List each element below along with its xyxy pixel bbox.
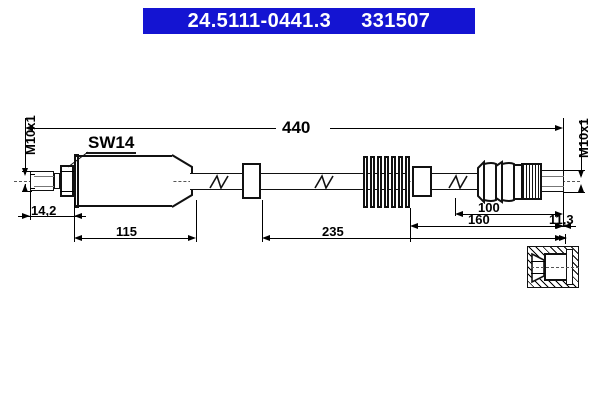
- spring-guard-fin-7: [405, 156, 410, 208]
- spring-guard-fin-6: [398, 156, 403, 208]
- break-symbol-3: [448, 174, 468, 190]
- dim115-arrow-right: [188, 234, 196, 241]
- dim100-arrow-left: [455, 210, 463, 217]
- left-body-left-chamfer: [74, 154, 79, 208]
- left-thread-root-top: [34, 176, 54, 177]
- left-thread-chamfer-top: [30, 174, 35, 175]
- dim100-ext-left: [455, 198, 456, 216]
- dim113-arrow-left: [556, 222, 564, 229]
- right-thread-root-top: [542, 176, 564, 177]
- break-symbol-2: [314, 174, 334, 190]
- left-thread-dim-line: [25, 118, 26, 174]
- dimension-mid-section: 235: [322, 224, 344, 239]
- right-thread-ext-top: [563, 170, 585, 171]
- dim115-arrow-left: [74, 234, 82, 241]
- dim142-line: [18, 216, 86, 217]
- detail-bore-line-top: [531, 261, 545, 262]
- dim440-line-right: [330, 128, 559, 129]
- left-thread-root-bottom: [34, 186, 54, 187]
- hex-nut-sw14: [60, 165, 74, 197]
- dim100-line: [459, 214, 559, 215]
- spring-guard-fin-3: [377, 156, 382, 208]
- dim115-ext-right: [196, 200, 197, 242]
- dim440-arrow-right: [555, 124, 563, 131]
- right-thread-dim-line: [581, 120, 582, 176]
- left-thread-chamfer-bottom: [30, 188, 35, 189]
- right-thread-dim-arrow-bottom: [577, 184, 584, 192]
- dim440-arrow-left: [25, 124, 33, 131]
- left-thread-dim-arrow-top: [21, 168, 28, 176]
- left-thread-dim-arrow-bottom: [21, 184, 28, 192]
- dim235-line: [266, 238, 562, 239]
- dimension-total-length: 440: [282, 118, 311, 137]
- left-thread-dim-line-lower: [25, 184, 26, 192]
- break-symbol-1: [209, 174, 229, 190]
- left-thread-ext-bottom: [22, 191, 32, 192]
- right-thread-dim-arrow-top: [577, 170, 584, 178]
- spring-guard-fin-4: [384, 156, 389, 208]
- detail-cone-seat: [531, 252, 545, 284]
- dim142-arrow-left: [22, 212, 30, 219]
- spring-guard-fin-1: [363, 156, 368, 208]
- sw14-underline: [86, 152, 136, 154]
- dim113-arrow-right: [563, 222, 571, 229]
- detail-leader-tick: [565, 234, 566, 244]
- detail-axis-line: [531, 267, 579, 268]
- header-bar: 24.5111-0441.3 331507: [143, 8, 475, 34]
- dimension-left-fitting: 14,2: [31, 203, 57, 218]
- left-hose-body: [74, 155, 172, 207]
- right-thread-body: [542, 170, 564, 192]
- dim115-line: [78, 238, 192, 239]
- dimension-left-section: 115: [116, 224, 137, 239]
- dim160-arrow-left: [410, 222, 418, 229]
- hex-nut-facet-top: [60, 171, 74, 172]
- dim142-ext-left: [30, 192, 31, 220]
- label-sw14: SW14: [88, 133, 135, 152]
- detail-bore-line-bottom: [531, 273, 545, 274]
- hex-nut-facet-bottom: [60, 191, 74, 192]
- dim440-ext-right: [563, 118, 564, 174]
- reference-number: 331507: [361, 10, 431, 32]
- knurled-nut-texture: [523, 165, 540, 198]
- right-thread-root-bottom: [542, 186, 564, 187]
- label-thread-right: M10x1: [576, 118, 591, 158]
- dim235-arrow-left: [262, 234, 270, 241]
- dim100-arrow-right: [555, 210, 563, 217]
- left-thread-shoulder: [54, 173, 60, 189]
- dim235-ext-left: [262, 200, 263, 242]
- spring-guard-fin-5: [391, 156, 396, 208]
- left-thread-ext-top: [22, 171, 32, 172]
- dim142-arrow-right: [74, 212, 82, 219]
- dim440-line-left: [29, 128, 276, 129]
- part-number: 24.5111-0441.3: [187, 10, 332, 32]
- hose-tube-segment-2: [261, 173, 361, 190]
- hose-tube-segment-1: [190, 173, 242, 190]
- dimension-right-160: 160: [468, 212, 490, 227]
- detail-leader-line: [525, 238, 565, 239]
- dim160-line: [414, 226, 559, 227]
- right-thread-ext-bottom: [563, 192, 585, 193]
- detail-leader-arrow: [559, 234, 567, 241]
- dimension-right-100: 100: [478, 200, 500, 215]
- spring-guard-fin-2: [370, 156, 375, 208]
- dim142-ext-right: [74, 198, 75, 220]
- dim115-ext-left: [74, 216, 75, 242]
- dim113-ext-right: [563, 192, 564, 226]
- hose-collar: [412, 166, 432, 197]
- dimension-right-fitting: 11,3: [549, 212, 574, 227]
- sw14-leader-line: [67, 151, 89, 168]
- right-crimp-body: [477, 160, 523, 204]
- hose-clip-bracket: [242, 163, 261, 199]
